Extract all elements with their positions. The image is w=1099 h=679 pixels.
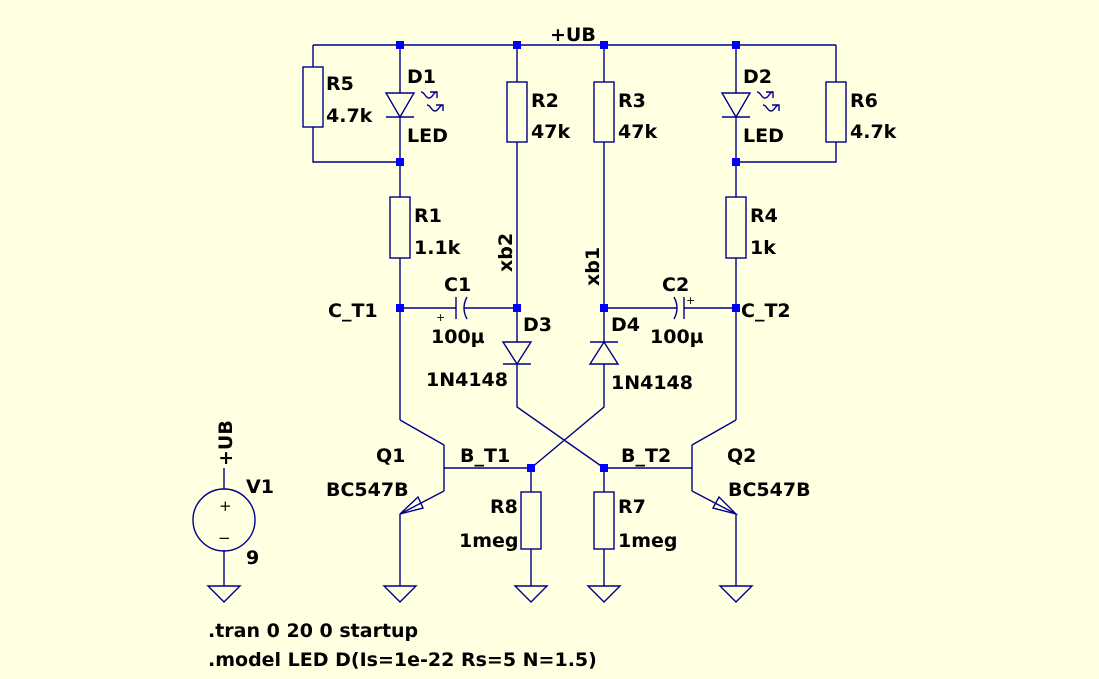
q2-name: Q2 xyxy=(727,445,756,467)
r8-body xyxy=(520,491,542,550)
r2-body xyxy=(506,81,528,143)
capacitor-c1-symbol xyxy=(455,296,468,320)
r1-value: 1.1k xyxy=(414,237,461,259)
c2-value: 100µ xyxy=(650,326,704,348)
r3-value: 47k xyxy=(618,121,657,143)
r6-name: R6 xyxy=(850,90,878,112)
spice-directive-tran: .tran 0 20 0 startup xyxy=(208,620,418,642)
v1-value: 9 xyxy=(246,547,259,569)
wires xyxy=(223,44,837,586)
r2-value: 47k xyxy=(531,121,570,143)
r7-name: R7 xyxy=(618,496,646,518)
ground-q2 xyxy=(718,585,754,603)
c-t2-net-label: C_T2 xyxy=(741,300,791,322)
v1-net-label: +UB xyxy=(215,420,237,466)
d4-name: D4 xyxy=(611,314,640,336)
r8-value: 1meg xyxy=(459,530,519,552)
q1-name: Q1 xyxy=(376,445,405,467)
xb2-net-label: xb2 xyxy=(495,233,517,272)
labels: +UB R5 4.7k D1 LED R2 47k R3 47k D2 LED … xyxy=(208,24,897,671)
led-d1-symbol xyxy=(384,91,444,119)
r4-value: 1k xyxy=(750,237,776,259)
q2-value: BC547B xyxy=(728,479,811,501)
transistor-q1-symbol xyxy=(399,445,445,515)
v1-plus-mark: + xyxy=(219,497,232,515)
q1-collector-wire xyxy=(399,419,445,446)
capacitor-c2-symbol xyxy=(673,296,685,320)
r8-name: R8 xyxy=(490,496,518,518)
diode-d4-symbol xyxy=(588,340,620,365)
r3-name: R3 xyxy=(618,90,646,112)
supply-net-label: +UB xyxy=(550,24,596,46)
led-d2-symbol xyxy=(720,91,780,119)
ground-r7 xyxy=(586,585,622,603)
transistor-q2-symbol xyxy=(691,445,739,516)
c2-polarity-mark: + xyxy=(686,294,695,307)
r3-body xyxy=(593,81,615,143)
d1-name: D1 xyxy=(407,66,436,88)
d1-value: LED xyxy=(407,125,448,147)
voltage-source-v1-symbol xyxy=(192,488,256,552)
b-t2-wire xyxy=(603,467,692,586)
r5-name: R5 xyxy=(326,73,354,95)
r6-value: 4.7k xyxy=(850,121,897,143)
c-t1-net-label: C_T1 xyxy=(328,300,378,322)
spice-directive-model: .model LED D(Is=1e-22 Rs=5 N=1.5) xyxy=(208,649,597,671)
c2-name: C2 xyxy=(662,274,689,296)
r7-value: 1meg xyxy=(618,530,678,552)
ground-q1 xyxy=(382,585,418,603)
r6-body xyxy=(825,81,847,143)
v1-name: V1 xyxy=(246,476,274,498)
b-t1-net-label: B_T1 xyxy=(460,445,510,467)
v1-minus-mark: − xyxy=(218,529,231,547)
b-t1-wire xyxy=(444,467,532,586)
d2-name: D2 xyxy=(743,66,772,88)
components xyxy=(192,66,847,603)
r7-body xyxy=(593,491,615,550)
c1-value: 100µ xyxy=(431,326,485,348)
b-t2-net-label: B_T2 xyxy=(621,445,671,467)
r4-name: R4 xyxy=(750,205,778,227)
xb1-net-label: xb1 xyxy=(582,247,604,286)
d4-value: 1N4148 xyxy=(611,372,693,394)
r5-body xyxy=(302,66,324,128)
cross-coupling-wire xyxy=(516,364,605,469)
r5-loop-wire xyxy=(312,45,400,163)
r6-loop-wire xyxy=(736,45,837,163)
r4-body xyxy=(725,196,747,259)
c1-polarity-mark: + xyxy=(436,311,445,324)
c1-name: C1 xyxy=(444,274,471,296)
r1-body xyxy=(389,196,411,259)
r1-name: R1 xyxy=(414,205,442,227)
d3-value: 1N4148 xyxy=(426,369,508,391)
r5-value: 4.7k xyxy=(326,105,373,127)
junction-dots xyxy=(396,41,740,472)
r2-name: R2 xyxy=(531,90,559,112)
q1-value: BC547B xyxy=(326,479,409,501)
d3-name: D3 xyxy=(523,314,552,336)
q2-collector-wire xyxy=(691,419,737,446)
d2-value: LED xyxy=(743,125,784,147)
ground-v1 xyxy=(206,585,242,603)
ground-r8 xyxy=(513,585,549,603)
diode-d3-symbol xyxy=(501,341,533,366)
